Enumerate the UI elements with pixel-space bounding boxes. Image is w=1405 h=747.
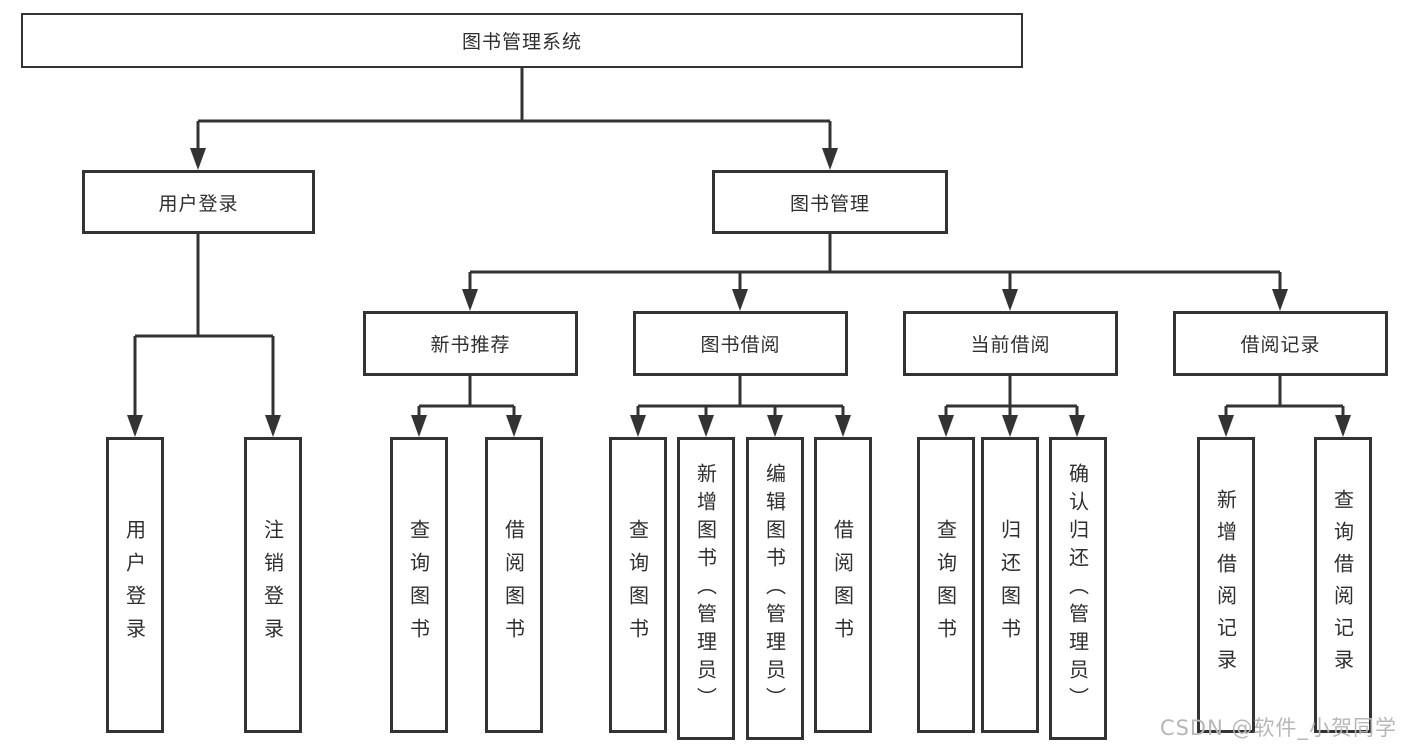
connector-book-mgmt-to-level3 <box>462 234 1288 311</box>
leaf-return-books: 归还图书 <box>981 437 1039 733</box>
node-label: 借阅图书 <box>501 519 526 651</box>
node-label: 新书推荐 <box>430 334 511 356</box>
arrowhead-down-icon <box>1002 289 1018 311</box>
node-label: 借阅图书 <box>830 519 855 651</box>
leaf-query-borrow-record: 查询借阅记录 <box>1314 437 1372 733</box>
leaf-borrow-books-1: 借阅图书 <box>485 437 543 733</box>
arrowhead-down-icon <box>767 415 783 437</box>
leaf-add-borrow-record: 新增借阅记录 <box>1197 437 1255 733</box>
arrowhead-down-icon <box>732 289 748 311</box>
arrowhead-down-icon <box>698 415 714 437</box>
node-user-login: 用户登录 <box>82 170 315 234</box>
leaf-logout: 注销登录 <box>244 437 302 733</box>
csdn-watermark: CSDN @软件_小贺同学 <box>1159 716 1397 740</box>
arrowhead-down-icon <box>506 415 522 437</box>
arrowhead-down-icon <box>265 415 281 437</box>
node-new-book-recommend: 新书推荐 <box>363 311 578 376</box>
leaf-query-books-1: 查询图书 <box>390 437 448 733</box>
arrowhead-down-icon <box>190 148 206 170</box>
node-borrow-records: 借阅记录 <box>1173 311 1388 376</box>
node-label: 注销登录 <box>260 519 285 651</box>
node-current-borrow: 当前借阅 <box>903 311 1118 376</box>
node-label: 归还图书 <box>997 519 1022 651</box>
arrowhead-down-icon <box>1272 289 1288 311</box>
arrowhead-down-icon <box>1069 415 1085 437</box>
leaf-edit-books-admin: 编辑图书（管理员） <box>746 437 804 740</box>
node-label: 用户登录 <box>122 519 147 651</box>
node-label: 新增借阅记录 <box>1213 489 1238 681</box>
node-label: 编辑图书（管理员） <box>762 462 787 715</box>
node-label: 查询借阅记录 <box>1330 489 1355 681</box>
node-root-title: 图书管理系统 <box>21 13 1023 68</box>
arrowhead-down-icon <box>630 415 646 437</box>
node-label: 当前借阅 <box>970 334 1051 356</box>
leaf-add-books-admin: 新增图书（管理员） <box>677 437 735 740</box>
node-label: 借阅记录 <box>1240 334 1321 356</box>
connector-user-login-to-leaves <box>127 234 281 437</box>
leaf-confirm-return-admin: 确认归还（管理员） <box>1049 437 1107 740</box>
node-book-mgmt: 图书管理 <box>712 170 948 234</box>
node-label: 新增图书（管理员） <box>693 462 718 715</box>
node-label: 图书管理系统 <box>461 31 582 53</box>
arrowhead-down-icon <box>127 415 143 437</box>
node-label: 图书管理 <box>789 192 870 215</box>
leaf-borrow-books-2: 借阅图书 <box>814 437 872 733</box>
leaf-query-books-2: 查询图书 <box>609 437 667 733</box>
arrowhead-down-icon <box>938 415 954 437</box>
arrowhead-down-icon <box>822 148 838 170</box>
node-label: 查询图书 <box>406 519 431 651</box>
node-book-borrow: 图书借阅 <box>633 311 848 376</box>
arrowhead-down-icon <box>1218 415 1234 437</box>
arrowhead-down-icon <box>1335 415 1351 437</box>
arrowhead-down-icon <box>462 289 478 311</box>
node-label: 查询图书 <box>625 519 650 651</box>
connector-records-to-leaves <box>1218 376 1351 437</box>
node-label: 查询图书 <box>933 519 958 651</box>
node-label: 图书借阅 <box>700 334 781 356</box>
connector-new-book-to-leaves <box>411 376 522 437</box>
connector-root-to-level2 <box>190 68 838 170</box>
connector-current-borrow-to-leaves <box>938 376 1085 437</box>
node-label: 确认归还（管理员） <box>1065 462 1090 715</box>
leaf-query-books-3: 查询图书 <box>917 437 975 733</box>
node-label: 用户登录 <box>158 192 239 215</box>
connector-book-borrow-to-leaves <box>630 376 851 437</box>
arrowhead-down-icon <box>411 415 427 437</box>
arrowhead-down-icon <box>1002 415 1018 437</box>
leaf-user-login: 用户登录 <box>106 437 164 733</box>
arrowhead-down-icon <box>835 415 851 437</box>
